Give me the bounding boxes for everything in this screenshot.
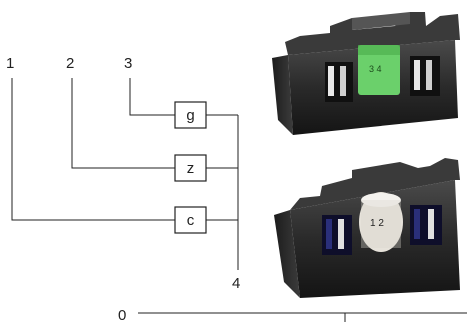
lower-device-image: 1 2 (274, 158, 460, 298)
leader-line-3 (129, 78, 175, 116)
callout-4: 4 (232, 275, 240, 292)
box-z: z (174, 154, 207, 182)
box-z-label: z (187, 160, 195, 177)
leader-line-1 (11, 78, 175, 221)
leader-lines (11, 78, 239, 270)
box-g: g (174, 101, 207, 129)
upper-device-image: 3 4 (272, 12, 460, 135)
lower-dial-text: 1 2 (370, 218, 384, 229)
upper-dial-text: 3 4 (369, 64, 382, 74)
box-c-label: c (187, 212, 195, 229)
leader-line-2 (71, 78, 175, 169)
axis-zero-label: 0 (118, 307, 126, 324)
box-c: c (174, 206, 207, 234)
callout-3: 3 (124, 55, 132, 72)
box-g-label: g (186, 107, 194, 124)
callout-2: 2 (66, 55, 74, 72)
callout-1: 1 (6, 55, 14, 72)
